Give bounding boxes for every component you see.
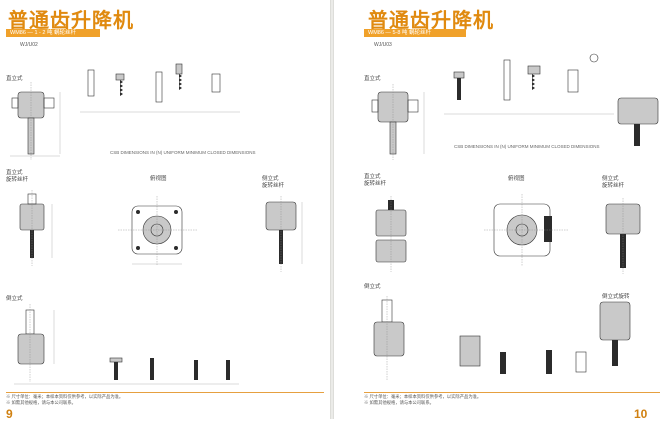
left-label-side-view: 侧立式 旋转丝杆 xyxy=(262,176,285,189)
right-drawing-edge-upright xyxy=(617,97,659,146)
right-model-code: WJ/U03 xyxy=(374,42,392,48)
left-label-upright: 直立式 xyxy=(6,76,23,82)
left-model-code: WJ/U02 xyxy=(20,42,38,48)
right-drawing-upright-rot xyxy=(375,196,407,272)
right-page: 普通齿升降机 WM86 — 5-8 吨 蜗轮丝杆 WJ/U03 直立式 直立式 … xyxy=(334,0,664,421)
left-label-top-view: 俯视图 xyxy=(150,176,167,182)
right-label-inverted: 倒立式 xyxy=(364,284,381,290)
right-label-upright-rot: 直立式 旋转丝杆 xyxy=(364,174,387,187)
left-drawing-side-view xyxy=(265,196,303,272)
right-drawing-upright xyxy=(371,84,425,160)
right-page-number: 10 xyxy=(634,407,648,421)
right-footnote: ※ 尺寸单位：毫米；本样本资料仅供参考，以实际产品为准。 ※ 如需其他规格，请与… xyxy=(364,394,482,405)
right-footer-rule xyxy=(364,392,660,393)
left-drawing-upright xyxy=(10,82,61,160)
right-drawing-inverted xyxy=(373,296,631,380)
left-drawing-inverted xyxy=(14,304,239,385)
right-drawing-parts xyxy=(444,53,614,115)
left-spec-band: WM86 — 1 - 2 吨 蜗轮丝杆 xyxy=(6,29,100,37)
left-footnote: ※ 尺寸单位：毫米；本样本资料仅供参考，以实际产品为准。 ※ 如需其他规格，请与… xyxy=(6,394,124,405)
left-drawing-parts xyxy=(80,63,240,113)
left-page-number: 9 xyxy=(6,407,13,421)
right-page-title: 普通齿升降机 xyxy=(368,8,494,32)
right-spec-band: WM86 — 5-8 吨 蜗轮丝杆 xyxy=(364,29,466,37)
left-page: 普通齿升降机 WM86 — 1 - 2 吨 蜗轮丝杆 WJ/U02 直立式 直立… xyxy=(0,0,330,421)
left-drawing-upright-rot xyxy=(19,190,53,266)
right-label-inverted-rot: 倒立式旋转 xyxy=(602,294,630,300)
left-drawing-top-view xyxy=(118,196,198,266)
right-drawing-side-view xyxy=(605,198,641,274)
left-label-upright-rot: 直立式 旋转丝杆 xyxy=(6,170,29,183)
left-footer-rule xyxy=(6,392,324,393)
right-label-side-view: 侧立式 旋转丝杆 xyxy=(602,176,625,189)
left-dimension-caption: CSB DIMENSIONS IN (N) UNIFORM MINIMUM CL… xyxy=(110,150,256,155)
right-label-top-view: 俯视图 xyxy=(508,176,525,182)
left-page-title: 普通齿升降机 xyxy=(8,8,134,32)
right-dimension-caption: CSB DIMENSIONS IN (N) UNIFORM MINIMUM CL… xyxy=(454,144,600,149)
left-label-inverted: 倒立式 xyxy=(6,296,23,302)
right-drawing-top-view xyxy=(484,194,568,266)
right-label-upright: 直立式 xyxy=(364,76,381,82)
page-gutter xyxy=(330,0,334,419)
